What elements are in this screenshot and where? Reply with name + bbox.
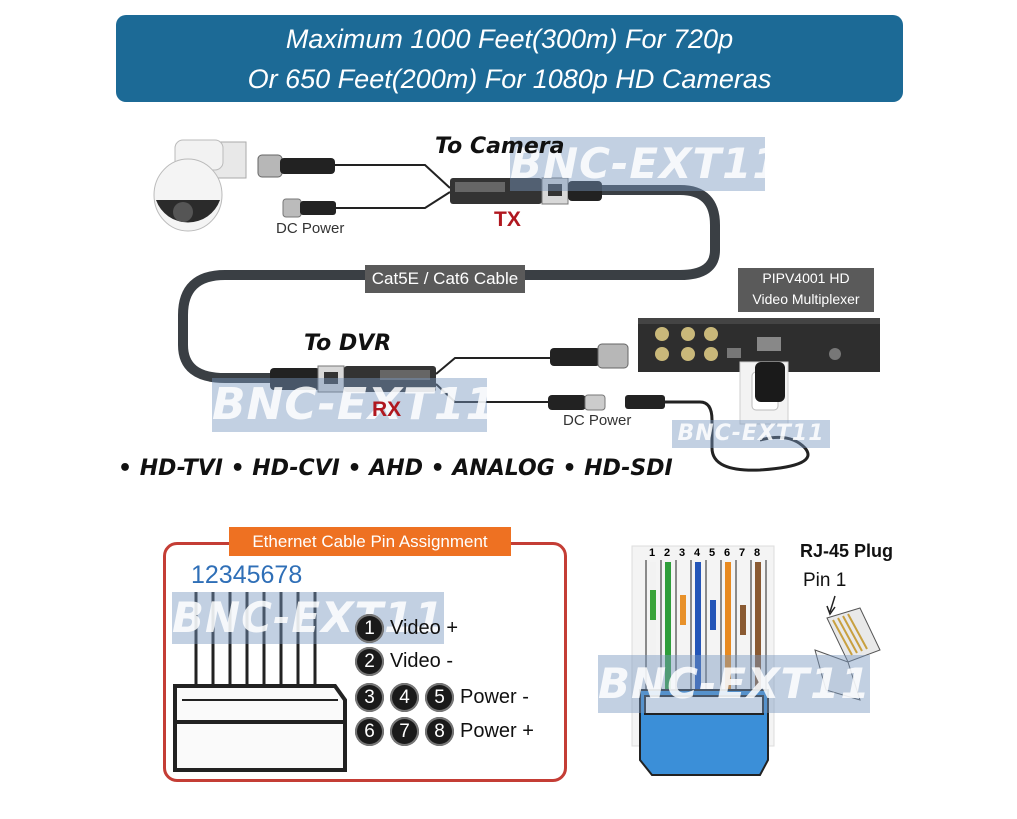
- banner-line-2: Or 650 Feet(200m) For 1080p HD Cameras: [247, 64, 772, 94]
- dc-power-top-label: DC Power: [276, 220, 345, 237]
- rj45-title: RJ-45 Plug: [800, 541, 894, 561]
- pin-badge: 4: [390, 683, 419, 712]
- legend-label: Power +: [460, 720, 534, 742]
- rj45-pin-number: 2: [664, 547, 671, 559]
- rj45-pin1-label: Pin 1: [803, 570, 847, 591]
- to-camera-label: To Camera: [435, 134, 565, 159]
- pin-assignment-title: Ethernet Cable Pin Assignment: [229, 527, 511, 556]
- tx-label: TX: [494, 208, 521, 231]
- rj45-front-icon: [631, 545, 775, 776]
- dc-plug-bottom-icon: [548, 394, 665, 411]
- watermark-middle: BNC-EXT11: [212, 378, 498, 432]
- power-adapter-icon: [739, 361, 789, 425]
- to-dvr-label: To DVR: [304, 331, 392, 356]
- pin-badge: 5: [425, 683, 454, 712]
- rj45-pin-number: 5: [709, 547, 716, 559]
- legend-row-power-minus: 3 4 5 Power -: [355, 683, 529, 712]
- pin-badge: 6: [355, 717, 384, 746]
- ptz-camera-icon: [153, 139, 247, 232]
- rj45-pin-number: 1: [649, 547, 656, 559]
- cat-cable: [178, 185, 720, 383]
- header-banner: Maximum 1000 Feet(300m) For 720p Or 650 …: [116, 15, 903, 102]
- pin-numbers: 12345678: [191, 561, 303, 589]
- rj45-pin-number: 6: [724, 547, 731, 559]
- multiplexer-label-line-2: Video Multiplexer: [752, 291, 860, 307]
- rj45-pin-number: 4: [694, 547, 701, 559]
- pin-badge: 1: [355, 614, 384, 643]
- pin-badge: 2: [355, 647, 384, 676]
- banner-line-1: Maximum 1000 Feet(300m) For 720p: [285, 24, 734, 54]
- watermark-rj45: BNC-EXT11: [598, 655, 870, 713]
- bnc-connector-top-icon: [257, 154, 335, 178]
- dc-power-bottom-label: DC Power: [563, 412, 632, 429]
- rj45-pin-number: 7: [739, 547, 746, 559]
- cable-label: Cat5E / Cat6 Cable: [365, 265, 525, 293]
- multiplexer-label-line-1: PIPV4001 HD: [762, 270, 850, 286]
- pin-badge: 3: [355, 683, 384, 712]
- tx-balun-icon: [450, 177, 602, 205]
- legend-row-power-plus: 6 7 8 Power +: [355, 717, 534, 746]
- pin-badge: 7: [390, 717, 419, 746]
- rj45-pin-number: 3: [679, 547, 686, 559]
- pin-badge: 8: [425, 717, 454, 746]
- legend-label: Video +: [390, 617, 459, 639]
- rj45-pin-numbers: 1 2 3 4 5 6 7 8: [646, 547, 768, 561]
- rx-label: RX: [372, 398, 402, 421]
- dc-plug-top-icon: [282, 198, 336, 218]
- watermark-mux: BNC-EXT11: [672, 420, 830, 448]
- ethernet-plug-side-icon: [173, 592, 347, 772]
- watermark-pins: BNC-EXT11: [172, 592, 445, 644]
- multiplexer-label: PIPV4001 HD Video Multiplexer: [738, 268, 874, 312]
- supported-formats: • HD-TVI • HD-CVI • AHD • ANALOG • HD-SD…: [118, 456, 673, 481]
- watermark-top: BNC-EXT11: [510, 137, 782, 191]
- legend-row-video-plus: 1 Video +: [355, 614, 458, 643]
- legend-label: Power -: [460, 686, 529, 708]
- rj45-plug-icon: [814, 595, 881, 701]
- legend-label: Video -: [390, 650, 454, 672]
- legend-row-video-minus: 2 Video -: [355, 647, 453, 676]
- rj45-pin-number: 8: [754, 547, 761, 559]
- rx-balun-icon: [270, 365, 436, 393]
- bnc-connector-bottom-icon: [550, 343, 629, 369]
